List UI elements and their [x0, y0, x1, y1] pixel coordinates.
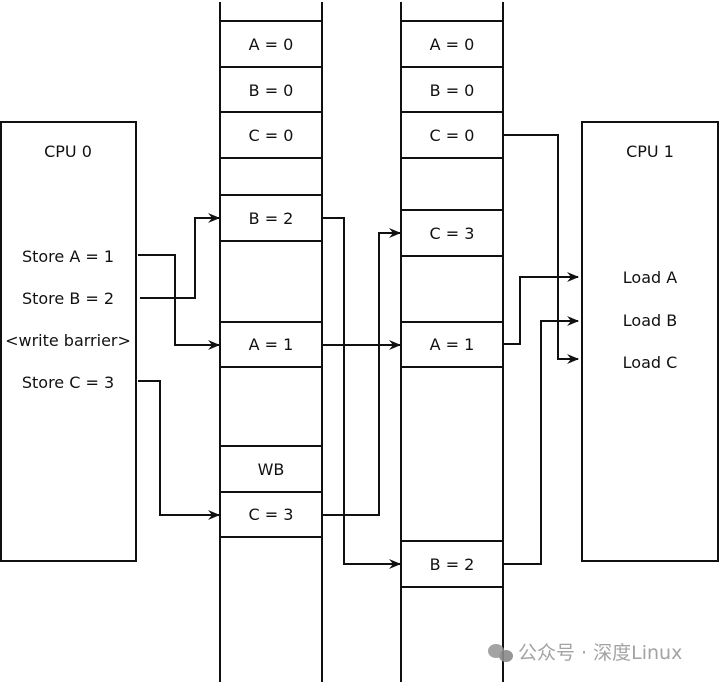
cpu0-op-store-c: Store C = 3 [22, 373, 114, 392]
sb-entry-a1: A = 1 [249, 335, 294, 354]
cache-initial-b: B = 0 [430, 81, 475, 100]
wechat-icon [488, 644, 513, 662]
arrow-cache-b2-to-load-b [504, 316, 579, 565]
arrow-store-a-to-sb [138, 254, 220, 350]
cpu1-box: CPU 1 Load A Load B Load C [581, 121, 719, 562]
watermark-text: 公众号 · 深度Linux [518, 642, 682, 664]
cpu1-op-load-b: Load B [623, 311, 677, 330]
cache-initial-c: C = 0 [430, 126, 475, 145]
cpu1-op-load-a: Load A [623, 268, 677, 287]
cpu0-box: CPU 0 Store A = 1 Store B = 2 <write bar… [0, 121, 137, 562]
sb-entry-c3: C = 3 [249, 505, 294, 524]
cpu1-title: CPU 1 [626, 142, 674, 161]
sb-initial-b: B = 0 [249, 81, 294, 100]
watermark: 公众号 · 深度Linux [488, 642, 682, 664]
arrow-store-b-to-sb [140, 213, 220, 299]
arrow-cache-a1-to-load-a [504, 272, 579, 345]
cache-initial-a: A = 0 [430, 35, 475, 54]
arrows [138, 134, 579, 569]
arrow-store-c-to-sb [138, 380, 220, 520]
sb-entry-wb: WB [258, 460, 285, 479]
cpu0-title: CPU 0 [44, 142, 92, 161]
cache-entry-c3: C = 3 [430, 224, 475, 243]
cpu0-op-store-a: Store A = 1 [22, 247, 114, 266]
cpu0-op-store-b: Store B = 2 [22, 289, 114, 308]
cache-column: A = 0 B = 0 C = 0 C = 3 A = 1 B = 2 [400, 2, 504, 682]
cpu1-op-load-c: Load C [623, 353, 678, 372]
arrow-sb-b-to-cache [323, 217, 401, 569]
cpu0-op-write-barrier: <write barrier> [5, 331, 131, 350]
cache-entry-b2: B = 2 [430, 555, 475, 574]
sb-entry-b2: B = 2 [249, 209, 294, 228]
arrow-sb-c-to-cache [323, 228, 401, 516]
arrow-cache-c0-to-load-c [504, 134, 579, 364]
store-buffer-column: A = 0 B = 0 C = 0 B = 2 A = 1 WB C = 3 [219, 2, 323, 682]
cache-entry-a1: A = 1 [430, 335, 475, 354]
sb-initial-c: C = 0 [249, 126, 294, 145]
sb-initial-a: A = 0 [249, 35, 294, 54]
